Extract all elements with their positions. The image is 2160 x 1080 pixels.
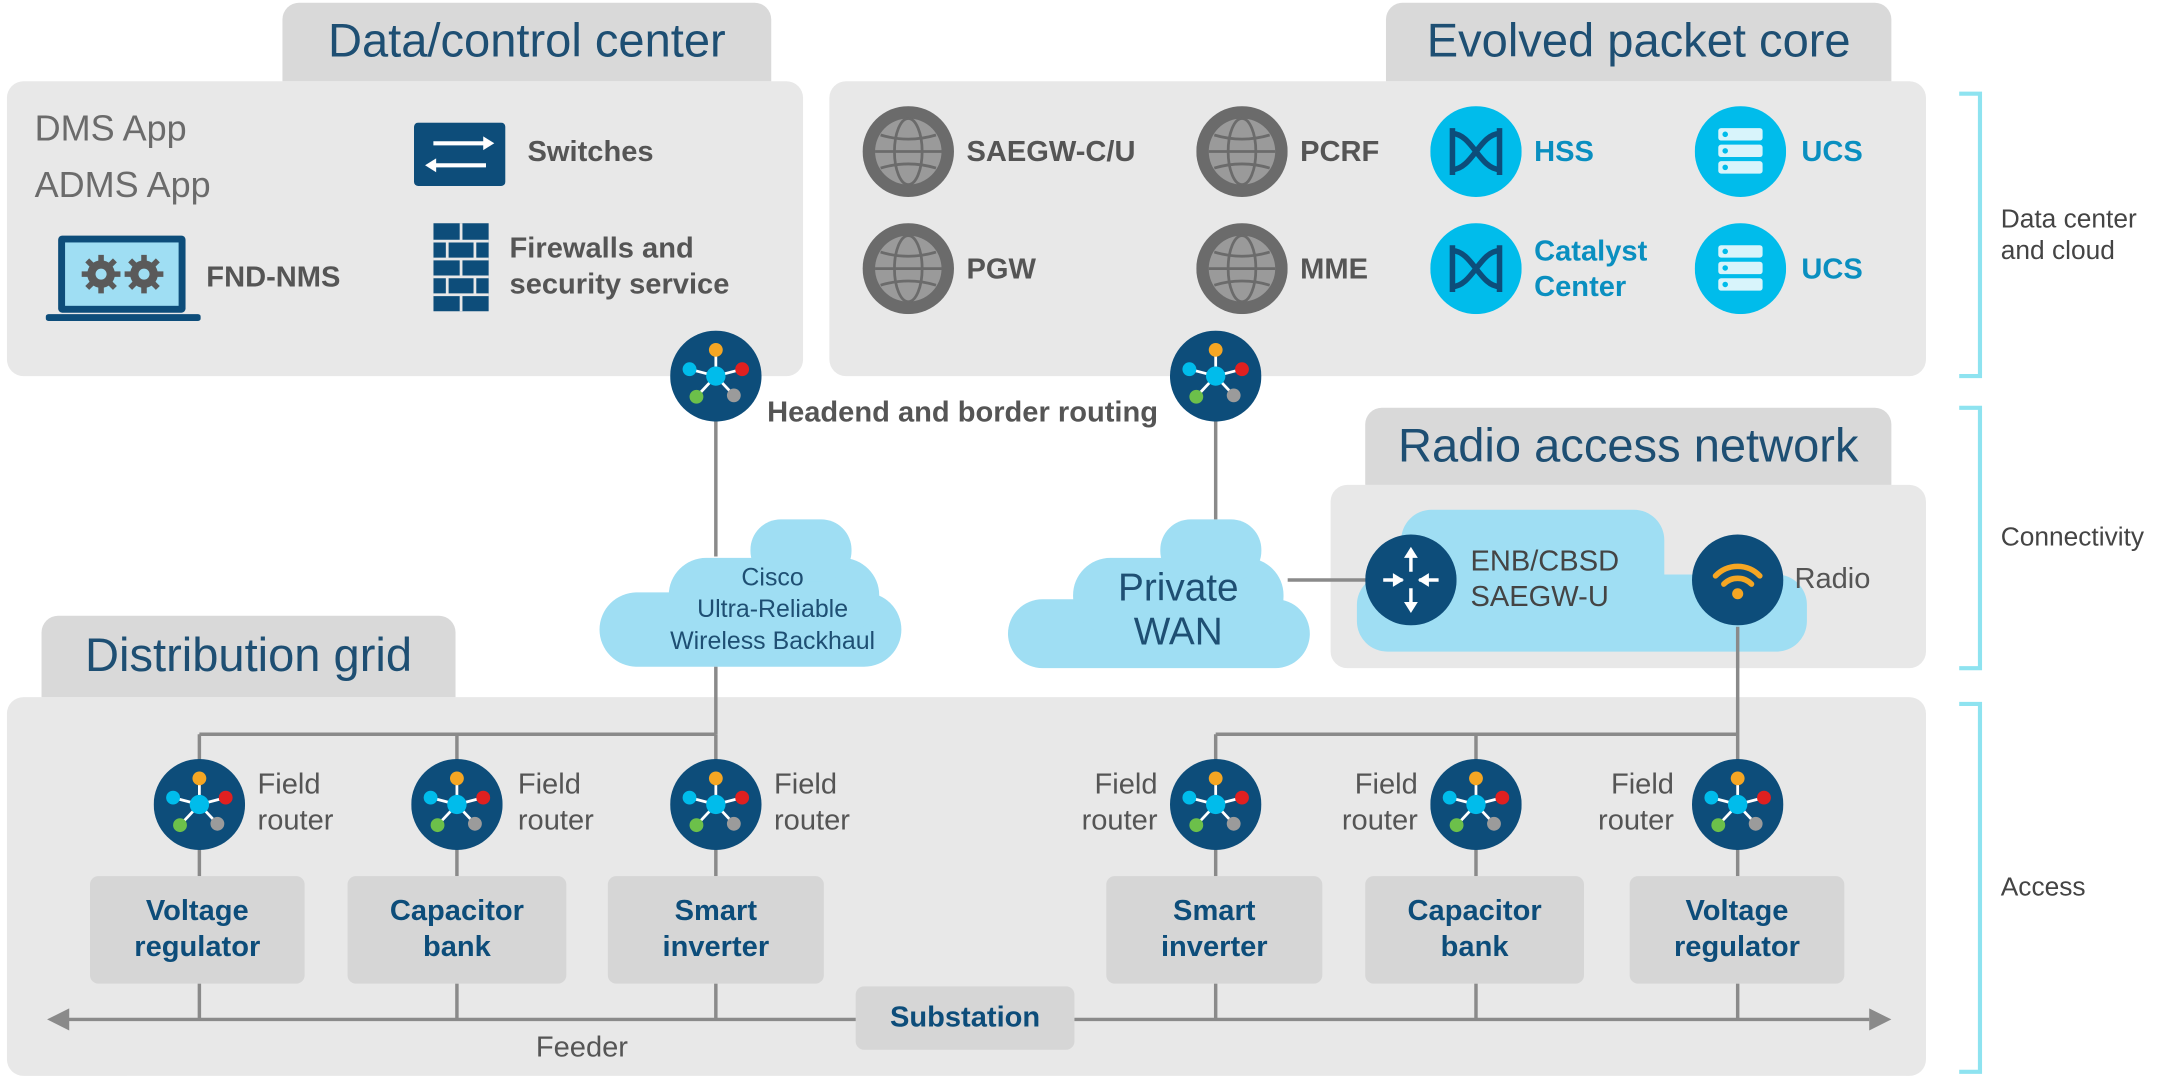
adms-app-label: ADMS App: [34, 163, 211, 206]
pcrf-globe-icon: [1196, 106, 1288, 197]
field-router-label-4: Field router: [1081, 768, 1158, 837]
private-wan-label: Private WAN: [1117, 566, 1239, 653]
substation-box: Substation: [855, 986, 1075, 1050]
field-router-icon-1: [153, 759, 246, 850]
wireless-backhaul-label: Cisco Ultra-Reliable Wireless Backhaul: [670, 563, 876, 655]
field-router-label-2: Field router: [517, 768, 594, 837]
switches-icon: [413, 122, 506, 186]
feeder-label: Feeder: [535, 1031, 628, 1064]
layer-label-access: Access: [2000, 873, 2086, 903]
ucs-server-icon-2: [1694, 223, 1787, 315]
field-router-label-1: Field router: [257, 768, 334, 837]
enb-router-icon: [1365, 534, 1457, 626]
radio-label: Radio: [1794, 563, 1871, 596]
field-router-icon-6: [1691, 759, 1784, 850]
layer-brackets: [1959, 91, 1983, 1074]
enb-label: ENB/CBSD SAEGW-U: [1470, 545, 1620, 614]
headend-router-icon-right: [1169, 330, 1262, 422]
field-router-label-6: Field router: [1598, 768, 1674, 837]
device-box-3: Smart inverter: [607, 876, 824, 984]
radio-access-network-title: Radio access network: [1365, 407, 1892, 485]
firewalls-label: Firewalls and security service: [509, 232, 730, 301]
headend-label: Headend and border routing: [767, 396, 1159, 429]
device-box-5: Capacitor bank: [1365, 876, 1584, 984]
device-box-4: Smart inverter: [1106, 876, 1323, 984]
pgw-globe-icon: [862, 223, 954, 315]
radio-wifi-icon: [1691, 534, 1784, 626]
wireless-backhaul-cloud: [599, 519, 902, 667]
private-wan-cloud: [1007, 519, 1310, 669]
pcrf-label: PCRF: [1300, 136, 1380, 169]
data-control-center-panel: [6, 81, 804, 377]
catalyst-center-label: Catalyst Center: [1534, 235, 1648, 304]
hss-dna-icon: [1430, 106, 1522, 197]
saegw-label: SAEGW-C/U: [966, 136, 1136, 169]
device-box-2: Capacitor bank: [347, 876, 567, 984]
mme-label: MME: [1300, 253, 1368, 286]
field-router-icon-2: [411, 759, 503, 850]
ucs-server-icon-1: [1694, 106, 1787, 197]
device-box-1: Voltage regulator: [89, 876, 305, 984]
catalyst-center-dna-icon: [1430, 223, 1522, 315]
ucs-label-2: UCS: [1801, 253, 1863, 286]
field-router-icon-3: [670, 759, 762, 850]
firewall-icon: [433, 223, 489, 312]
headend-router-icon-left: [670, 330, 762, 422]
field-router-label-5: Field router: [1341, 768, 1418, 837]
fnd-nms-laptop-icon: [45, 231, 201, 325]
ucs-label-1: UCS: [1801, 136, 1863, 169]
device-box-6: Voltage regulator: [1629, 876, 1845, 984]
data-control-center-title: Data/control center: [282, 2, 772, 82]
distribution-grid-title: Distribution grid: [41, 615, 456, 698]
pgw-label: PGW: [966, 253, 1036, 286]
layer-label-data-center: Data center and cloud: [2000, 205, 2137, 266]
field-router-icon-5: [1430, 759, 1522, 850]
evolved-packet-core-title: Evolved packet core: [1385, 2, 1892, 82]
field-router-label-3: Field router: [773, 768, 850, 837]
dms-app-label: DMS App: [34, 107, 187, 149]
fnd-nms-label: FND-NMS: [206, 261, 341, 294]
field-router-icon-4: [1169, 759, 1262, 850]
switches-label: Switches: [527, 136, 654, 169]
mme-globe-icon: [1196, 223, 1288, 315]
saegw-globe-icon: [862, 106, 954, 197]
layer-label-connectivity: Connectivity: [2000, 523, 2145, 553]
hss-label: HSS: [1534, 136, 1594, 169]
